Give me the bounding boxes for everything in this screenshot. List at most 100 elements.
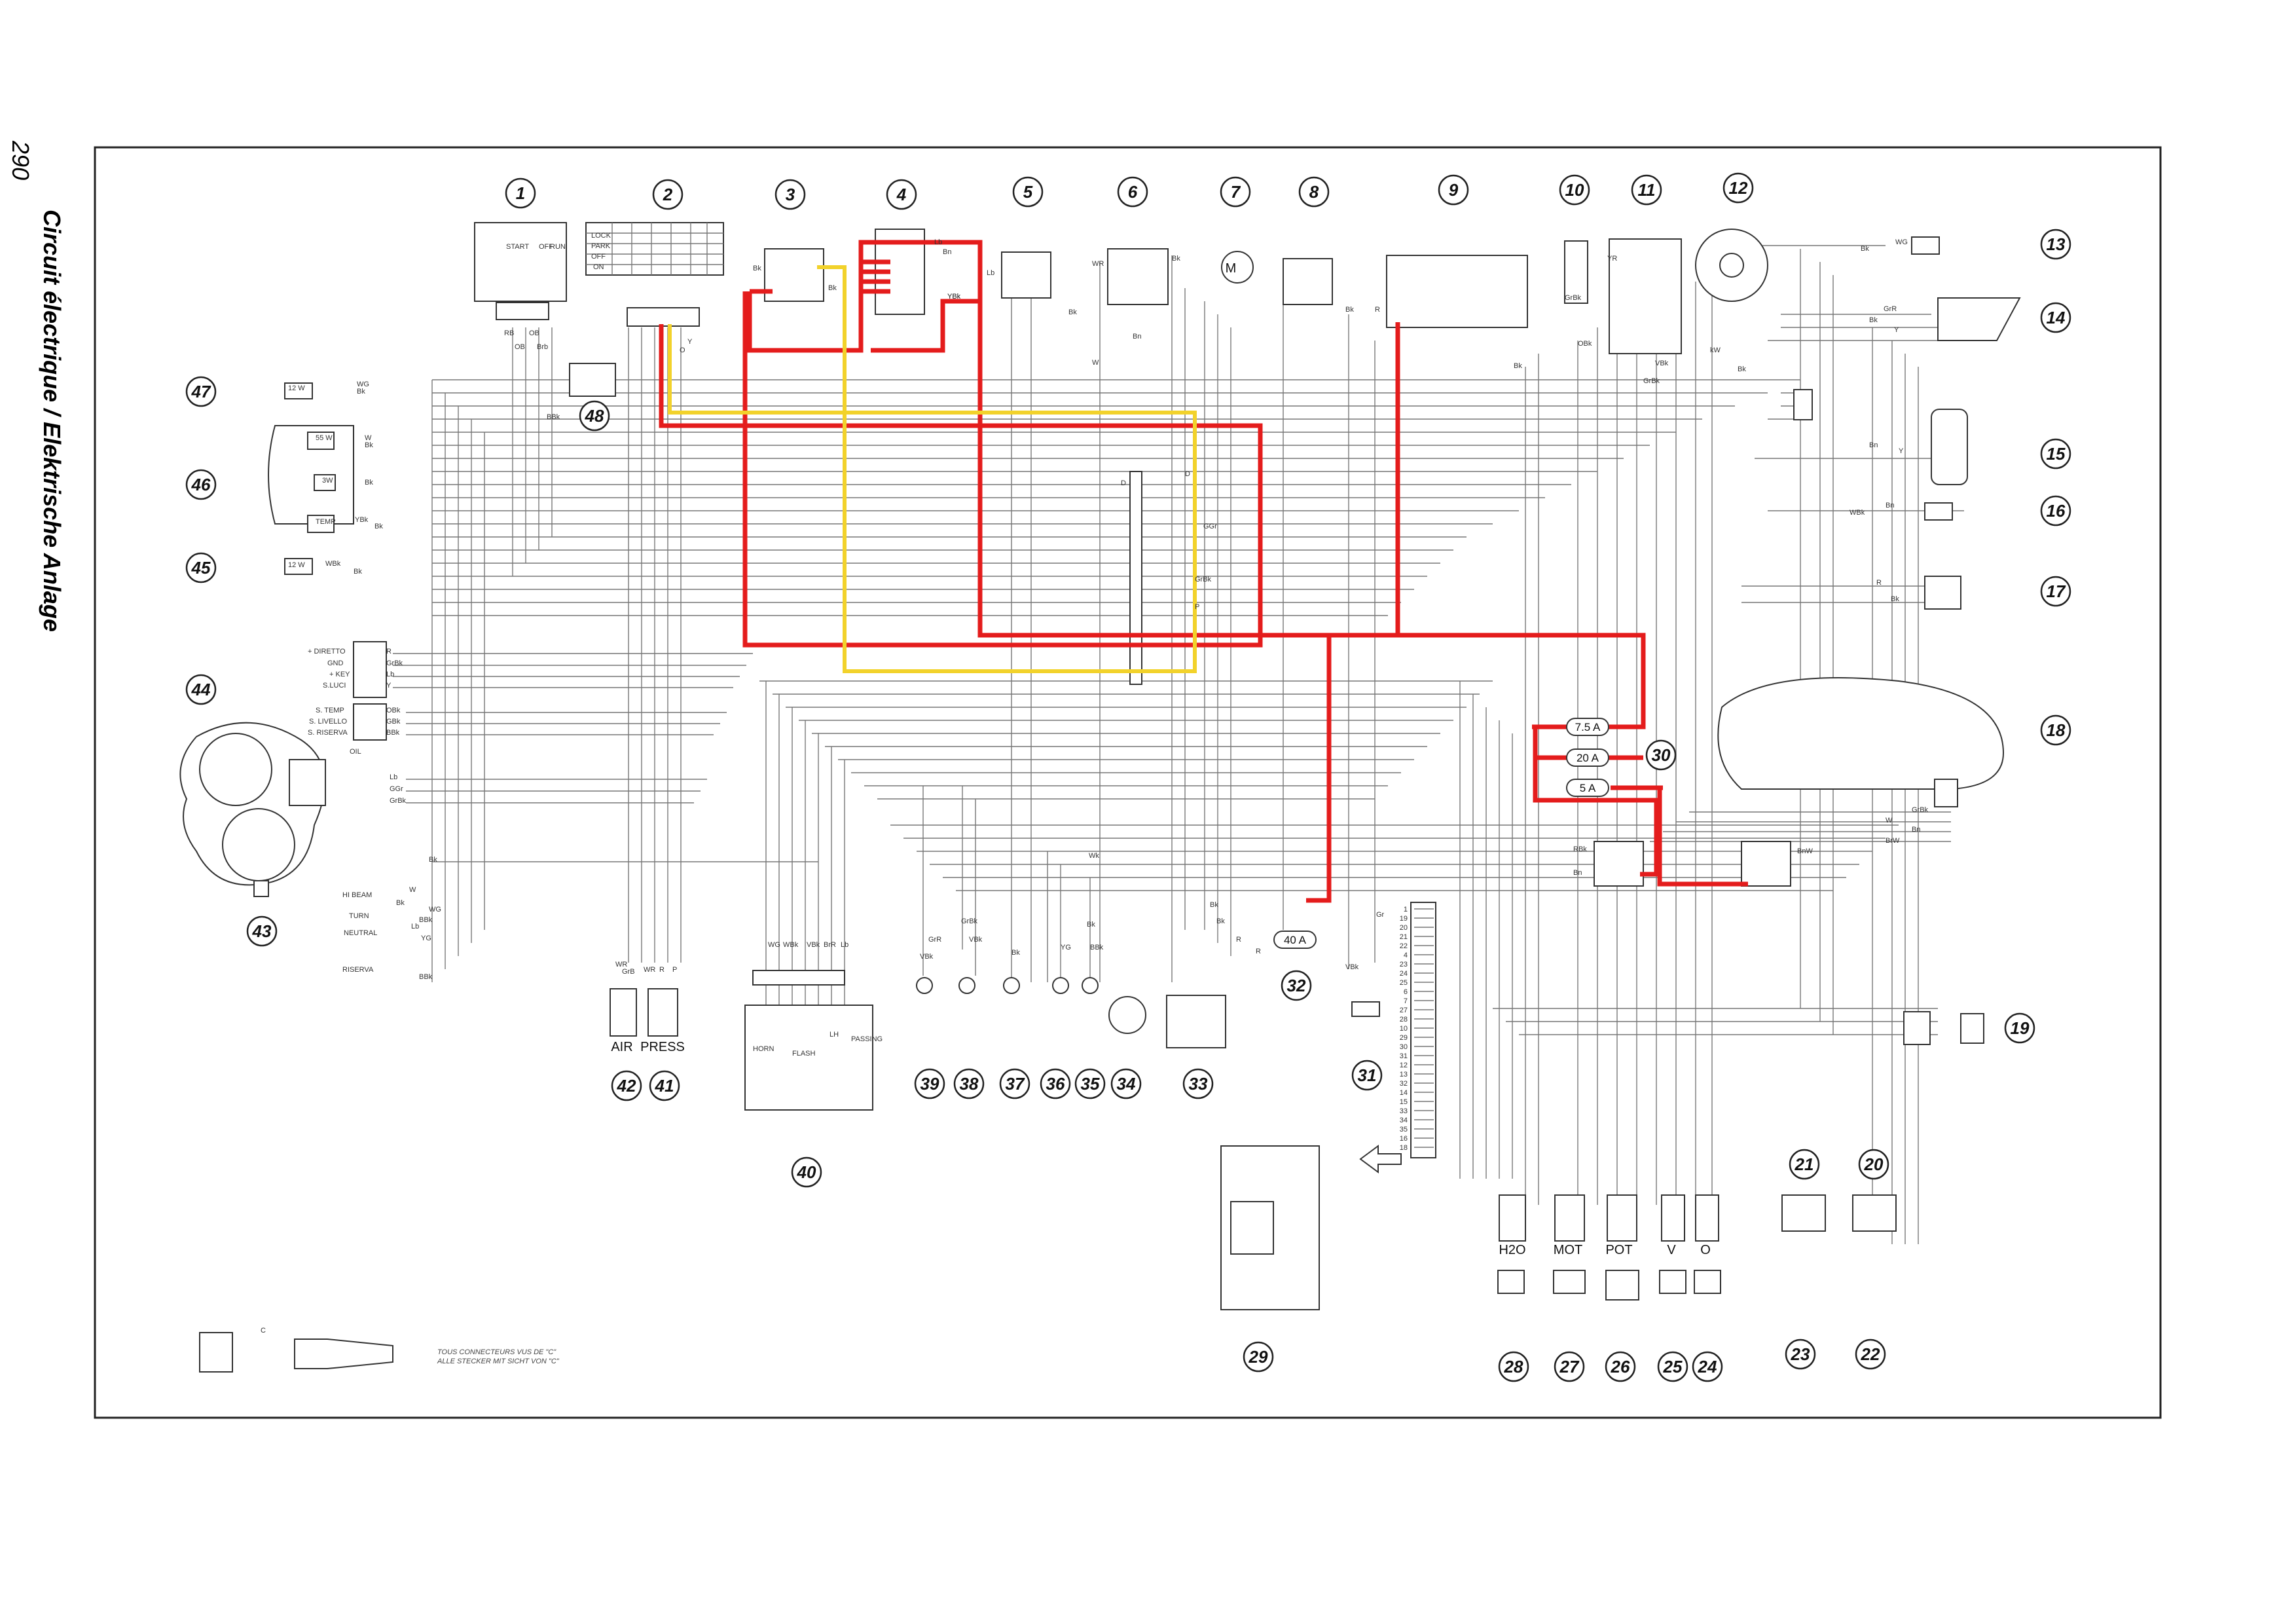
wire-label: Bn xyxy=(1133,333,1141,341)
svg-text:1: 1 xyxy=(516,183,525,203)
wire-label: Bk xyxy=(1216,917,1225,925)
plug-28 xyxy=(1497,1270,1525,1294)
fuel-tank-connector xyxy=(1934,779,1958,807)
ecu-pin: 27 xyxy=(1400,1006,1408,1014)
wire-label: BBk xyxy=(419,916,433,924)
wire-label: GrR xyxy=(928,936,941,944)
ecu-pin: 19 xyxy=(1400,915,1408,923)
component-number-1: 1 xyxy=(505,177,536,209)
svg-text:40: 40 xyxy=(797,1162,816,1182)
svg-text:42: 42 xyxy=(617,1076,636,1096)
starter-switch xyxy=(474,222,567,302)
fuse: 7.5 A xyxy=(1566,718,1609,736)
wire-label: Bk xyxy=(396,899,405,907)
sensor-label: AIR xyxy=(611,1040,632,1054)
wire-label: GrBk xyxy=(1912,806,1929,814)
wire-label: Bk xyxy=(1738,365,1746,373)
sensor-37 xyxy=(1003,977,1020,994)
wire-label: Bn xyxy=(1869,441,1878,449)
component-31 xyxy=(1351,1001,1380,1017)
component-number-8: 8 xyxy=(1298,176,1330,208)
connector-19b xyxy=(1960,1013,1984,1044)
ecu-pin: 33 xyxy=(1400,1107,1408,1115)
component-number-17: 17 xyxy=(2040,576,2071,607)
panel-text: S. TEMP xyxy=(316,707,344,714)
component-number-44: 44 xyxy=(185,674,217,705)
wire-label: YR xyxy=(1607,255,1617,263)
wire-label: YG xyxy=(421,934,431,942)
wire-label: Lb xyxy=(390,773,397,781)
sensor-label: H2O xyxy=(1499,1243,1525,1257)
ecu-pin: 10 xyxy=(1400,1025,1408,1033)
wire-label: RBk xyxy=(1573,845,1587,853)
panel-text: + KEY xyxy=(329,671,350,678)
panel-text: GND xyxy=(327,659,344,667)
bulb-16 xyxy=(1924,502,1953,521)
ecu-pin: 35 xyxy=(1400,1126,1408,1134)
wire-label: R xyxy=(659,966,665,974)
wire-label: GGr xyxy=(390,785,403,793)
wire-label: Wk xyxy=(1089,852,1099,860)
wire-label: W xyxy=(1092,359,1099,367)
panel-text: S.LUCI xyxy=(323,682,346,690)
wire-label: WBk xyxy=(325,560,341,568)
svg-text:24: 24 xyxy=(1698,1357,1717,1376)
speedometer-dial xyxy=(199,733,272,806)
red-circuit-relay xyxy=(747,240,983,353)
fuel-tank xyxy=(1717,677,2005,790)
wire-label: WBk xyxy=(783,941,799,949)
component-number-39: 39 xyxy=(914,1068,945,1099)
component-number-24: 24 xyxy=(1692,1351,1723,1382)
wire-label: Brb xyxy=(537,343,548,351)
panel-text: YBk xyxy=(947,293,961,301)
svg-text:5: 5 xyxy=(1023,182,1033,202)
svg-text:11: 11 xyxy=(1638,180,1656,200)
component-number-19: 19 xyxy=(2004,1012,2035,1044)
wire-label: Bk xyxy=(374,523,383,530)
panel-text: HI BEAM xyxy=(342,891,372,899)
panel-text: + DIRETTO xyxy=(308,648,346,655)
svg-text:45: 45 xyxy=(191,558,211,578)
handlebar-switch-40 xyxy=(744,1005,873,1111)
wire-label: Bk xyxy=(1011,949,1020,957)
wire-label: Bk xyxy=(357,388,365,396)
wire-label: OB xyxy=(515,343,525,351)
svg-text:21: 21 xyxy=(1795,1154,1814,1174)
wire-label: VBk xyxy=(1655,360,1669,367)
panel-text: 3W xyxy=(322,477,333,485)
sensor-39 xyxy=(916,977,933,994)
wire-label: R xyxy=(1236,936,1241,944)
wire-label: OBk xyxy=(1578,340,1592,348)
component-number-30: 30 xyxy=(1645,739,1677,771)
connector-view-label: C xyxy=(261,1327,266,1335)
wire-label: GrBk xyxy=(961,917,978,925)
wire-label: BrR xyxy=(824,941,836,949)
svg-text:47: 47 xyxy=(191,382,211,401)
component-number-29: 29 xyxy=(1243,1341,1274,1373)
wire-label: Y xyxy=(386,682,392,690)
svg-text:8: 8 xyxy=(1309,182,1319,202)
sensor-label: O xyxy=(1700,1243,1711,1257)
component-number-13: 13 xyxy=(2040,229,2071,260)
wire-label: BBk xyxy=(419,973,433,981)
wire-label: YBk xyxy=(947,293,961,301)
ecu-pin: 23 xyxy=(1400,961,1408,969)
svg-text:26: 26 xyxy=(1611,1357,1630,1376)
wire-label: Bk xyxy=(354,568,362,576)
wire-label: Bk xyxy=(1345,306,1354,314)
svg-text:16: 16 xyxy=(2047,501,2066,521)
wire-label: Bk xyxy=(429,856,437,864)
component-number-3: 3 xyxy=(774,179,806,210)
wire-label: Lb xyxy=(841,941,848,949)
wire-label: YG xyxy=(1061,944,1071,951)
ecu-pin: 1 xyxy=(1404,906,1408,913)
svg-text:25: 25 xyxy=(1663,1357,1683,1376)
wire-label: Bk xyxy=(1087,921,1095,929)
wire-label: Bn xyxy=(1573,869,1582,877)
ecu-pin: 12 xyxy=(1400,1061,1408,1069)
connector-c-view xyxy=(199,1332,233,1373)
wire-label: R xyxy=(1375,306,1380,314)
svg-text:40 A: 40 A xyxy=(1284,934,1307,946)
bulb-parking xyxy=(314,474,336,491)
